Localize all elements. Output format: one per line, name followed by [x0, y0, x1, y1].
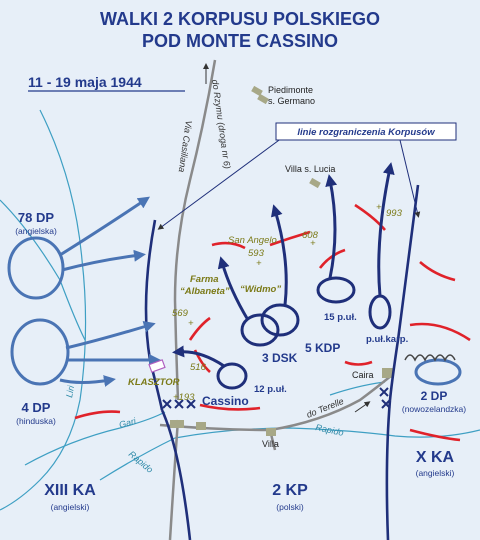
- hill-593-plus: +: [256, 258, 262, 269]
- hill-516: 516: [190, 362, 207, 373]
- boundary-west: [144, 219, 164, 411]
- hill-569-plus: +: [188, 318, 194, 329]
- pul15-ellipse: [316, 276, 356, 304]
- boundary-legend-label: linie rozgraniczenia Korpusów: [297, 127, 435, 138]
- dp78-label: 78 DP: [18, 210, 54, 225]
- pul15-label: 15 p.uł.: [324, 312, 357, 323]
- villa-lucia-label: Villa s. Lucia: [285, 164, 335, 174]
- hill-san-angelo: San Angelo: [228, 235, 277, 246]
- caira-label: Caira: [352, 370, 374, 380]
- dsk3-ellipse-a: [240, 313, 280, 347]
- cassino-marker-2: [196, 422, 206, 430]
- villa-label: Villa: [262, 439, 279, 449]
- caira-marker: [382, 368, 394, 378]
- crossing-marks: [162, 387, 391, 409]
- front-lines: [74, 203, 471, 442]
- dsk3-ellipse-b: [260, 303, 300, 337]
- pul12-label: 12 p.uł.: [254, 384, 287, 395]
- widmo-label: “Widmo”: [240, 284, 281, 295]
- villa-lucia-marker: [309, 177, 321, 189]
- xka-label: X KA: [416, 449, 455, 466]
- corps-boundaries: [144, 184, 420, 540]
- hill-608-plus: +: [310, 238, 316, 249]
- hill-593: 593: [248, 248, 265, 259]
- kp2-sub: (polski): [276, 502, 304, 512]
- dp78-sub: (angielska): [15, 226, 57, 236]
- dp78-ellipse: [7, 236, 65, 300]
- farma-label-1: Farma: [190, 274, 219, 285]
- boundary-east-lower: [385, 399, 392, 540]
- xiiika-sub: (angielski): [51, 502, 90, 512]
- cassino-label: Cassino: [202, 394, 249, 408]
- piedimonte-label-2: s. Germano: [268, 96, 315, 106]
- boundary-pointer-lines: [157, 131, 421, 230]
- kdp5-label: 5 KDP: [305, 341, 340, 355]
- kp2-label: 2 KP: [272, 482, 308, 499]
- gari-river: [24, 411, 166, 466]
- boundary-legend-box: [275, 122, 457, 141]
- dp2-group: [404, 354, 462, 386]
- xka-sub: (angielski): [416, 468, 455, 478]
- piedimonte-label-1: Piedimonte: [268, 85, 313, 95]
- xiiika-label: XIII KA: [44, 482, 96, 499]
- hill-993: 993: [386, 208, 403, 219]
- piedimonte-marker: [251, 85, 263, 97]
- boundary-west-lower: [160, 409, 192, 540]
- dp4-ellipse: [10, 318, 70, 386]
- towns: [170, 85, 394, 436]
- allied-arrows: [7, 196, 161, 387]
- dsk3-label: 3 DSK: [262, 351, 298, 365]
- hill-193: +193: [173, 392, 195, 403]
- gari-label: Gari: [118, 416, 138, 430]
- liri-label: Liri: [64, 384, 76, 399]
- dp2-label: 2 DP: [421, 389, 448, 403]
- klasztor-marker: [148, 359, 166, 373]
- southern-road: [168, 419, 180, 540]
- cassino-marker: [170, 420, 184, 428]
- dp4-sub: (hinduska): [16, 416, 56, 426]
- liri-river: [0, 109, 87, 511]
- terelle-direction-arrow: [354, 401, 371, 413]
- villa-marker: [266, 428, 276, 436]
- hill-608: 608: [302, 230, 319, 241]
- klasztor-label: KLASZTOR: [128, 377, 180, 388]
- farma-label-2: “Albaneta”: [180, 286, 230, 297]
- boundary-east: [388, 184, 420, 401]
- map-title-line2: POD MONTE CASSINO: [142, 31, 338, 51]
- dp2-sub: (nowozelandzka): [402, 404, 466, 414]
- map-dates: 11 - 19 maja 1944: [28, 74, 142, 90]
- pul12-ellipse: [216, 362, 248, 390]
- rapido-river: [99, 427, 480, 481]
- polish-arrows: [172, 162, 395, 390]
- cassino-road: [159, 374, 393, 432]
- hill-569: 569: [172, 308, 189, 319]
- hill-993-plus: +: [376, 202, 382, 213]
- piedimonte-marker-2: [257, 93, 269, 105]
- pulkarp-label: p.uł.karp.: [366, 334, 408, 345]
- map-title-line1: WALKI 2 KORPUSU POLSKIEGO: [100, 9, 380, 29]
- dp4-label: 4 DP: [22, 400, 51, 415]
